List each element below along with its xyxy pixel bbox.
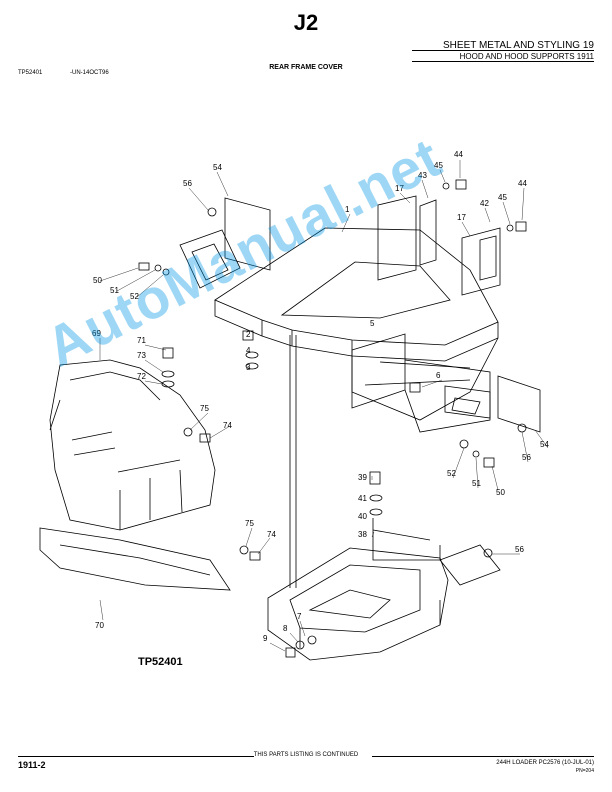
callout-17b: 17 [457, 213, 466, 222]
lower-skirt-panel [39, 527, 231, 591]
callout-56a: 56 [183, 179, 192, 188]
continued-note: THIS PARTS LISTING IS CONTINUED [253, 752, 359, 758]
callout-4: 4 [246, 346, 251, 355]
callout-75b: 75 [245, 519, 254, 528]
callout-44a: 44 [454, 150, 463, 159]
figure-date-code: -UN-14OCT96 [70, 70, 109, 76]
callout-43: 43 [418, 171, 427, 180]
callout-73: 73 [137, 351, 146, 360]
callout-75a: 75 [200, 404, 209, 413]
header-rule-top [412, 50, 594, 51]
page-letter: J2 [293, 10, 319, 35]
callout-45a: 45 [434, 161, 443, 170]
header-rule-bottom [412, 61, 594, 62]
callout-5: 5 [370, 319, 375, 328]
right-bracket-upright-b [419, 199, 437, 266]
rear-frame-cover-front-face [214, 300, 499, 362]
callout-52a: 52 [130, 292, 139, 301]
section-title: SHEET METAL AND STYLING 19 [443, 40, 594, 51]
callout-6: 6 [436, 371, 441, 380]
callout-74b: 74 [267, 530, 276, 539]
right-bracket-upright-c [461, 227, 501, 296]
left-support-rod [289, 335, 297, 588]
callout-71: 71 [137, 336, 146, 345]
subsection-title: HOOD AND HOOD SUPPORTS 1911 [459, 52, 594, 61]
callout-74a: 74 [223, 421, 232, 430]
right-bracket-upright-a [377, 195, 417, 281]
callout-1: 1 [345, 205, 350, 214]
right-side-plate [351, 333, 406, 409]
figure-label: TP52401 [138, 656, 183, 668]
callout-51a: 51 [110, 286, 119, 295]
left-bracket-plate [224, 197, 271, 271]
callout-17a: 17 [395, 184, 404, 193]
right-support-bracket-38 [372, 518, 441, 561]
right-pad-plate [439, 544, 501, 586]
callout-45b: 45 [498, 193, 507, 202]
callout-numbers: 1 2 3 4 5 6 7 8 9 17 17 38 39 40 41 42 4… [92, 150, 549, 643]
callout-56b: 56 [522, 453, 531, 462]
callout-42: 42 [480, 199, 489, 208]
far-right-plate [497, 375, 541, 433]
hood-panel [49, 359, 216, 531]
callout-38: 38 [358, 530, 367, 539]
callout-50a: 50 [93, 276, 102, 285]
callout-7: 7 [297, 612, 302, 621]
callout-8: 8 [283, 624, 288, 633]
callout-41: 41 [358, 494, 367, 503]
figure-title: REAR FRAME COVER [269, 64, 343, 71]
cover-side-wall [351, 337, 499, 421]
callout-56c: 56 [515, 545, 524, 554]
callout-3: 3 [246, 363, 251, 372]
footer-page-number: 1911-2 [18, 760, 46, 770]
callout-54b: 54 [540, 440, 549, 449]
footer-rule-left [18, 756, 254, 757]
callout-69: 69 [92, 329, 101, 338]
callout-54a: 54 [213, 163, 222, 172]
rear-frame-cover-outline [214, 227, 499, 346]
callout-51b: 51 [472, 479, 481, 488]
callout-50b: 50 [496, 488, 505, 497]
base-frame [267, 547, 449, 661]
callout-39: 39 [358, 473, 367, 482]
callout-9: 9 [263, 634, 268, 643]
footer-rule-right [372, 756, 594, 757]
figure-id-small: TP52401 [18, 70, 43, 76]
callout-52b: 52 [447, 469, 456, 478]
callout-2: 2 [246, 330, 251, 339]
callout-72: 72 [137, 372, 146, 381]
footer-model-info: 244H LOADER PC2576 (10-JUL-01) [496, 760, 594, 766]
callout-40: 40 [358, 512, 367, 521]
footer-pn: PN=204 [575, 768, 594, 774]
cover-inner-recess [280, 261, 451, 319]
fastener-group [138, 179, 527, 658]
callout-44b: 44 [518, 179, 527, 188]
leader-lines [99, 160, 549, 652]
callout-70: 70 [95, 621, 104, 630]
